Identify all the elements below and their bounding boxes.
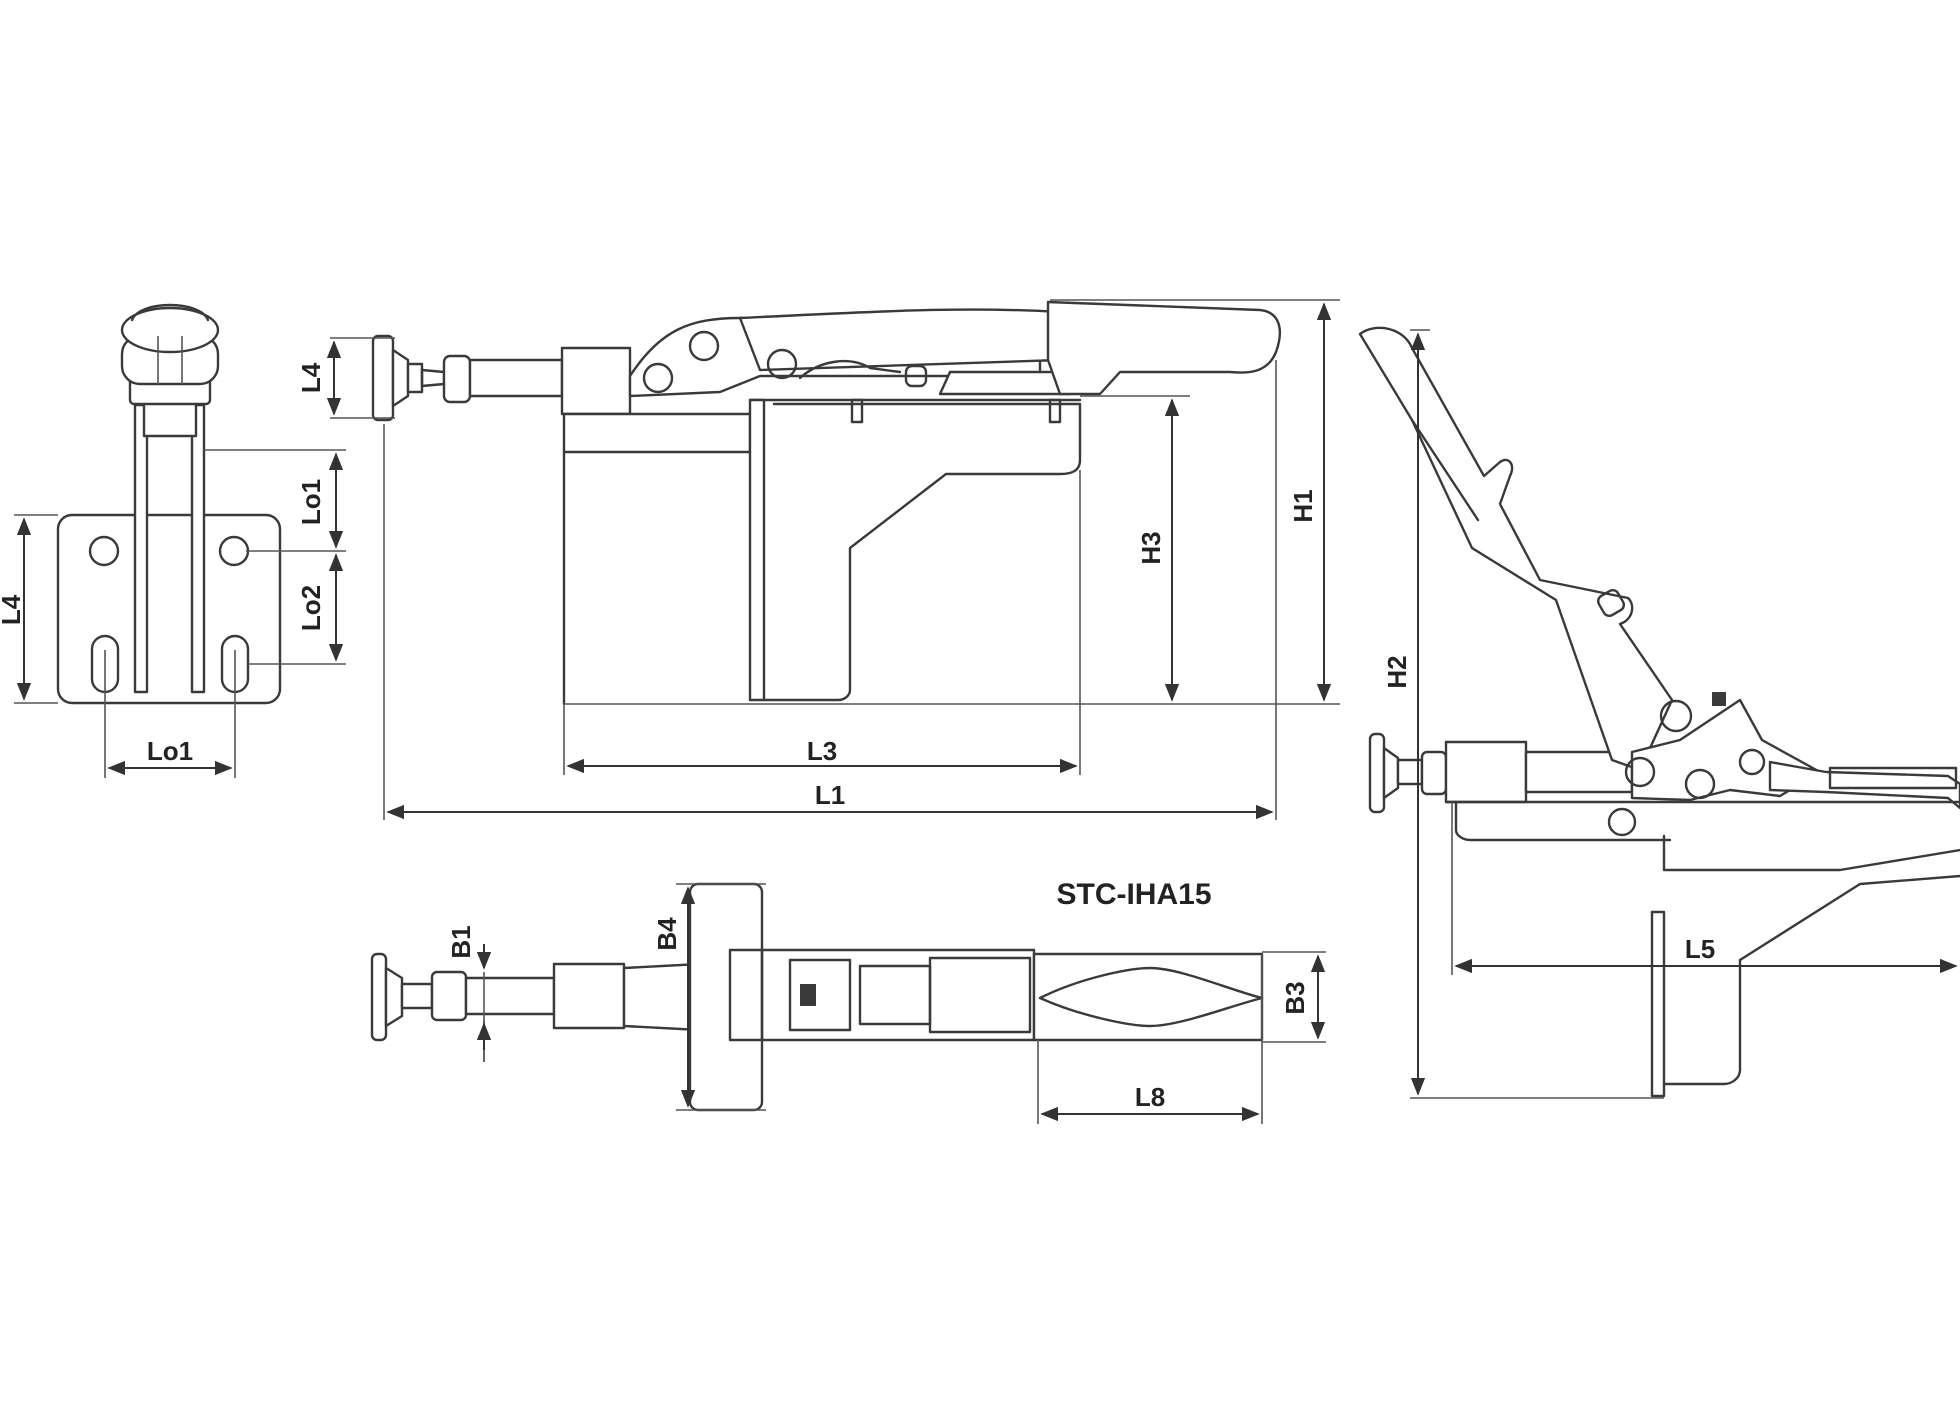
pivot-pin-icon <box>688 330 720 362</box>
spindle-pad <box>370 952 388 1042</box>
spindle-housing <box>1444 740 1528 804</box>
pivot-pin-icon <box>766 348 798 380</box>
hex-nut <box>430 970 468 1022</box>
side-view: L4 H1 H3 L3 L1 <box>296 299 1340 820</box>
label-h3: H3 <box>1136 531 1166 564</box>
clamp-arm <box>133 403 149 694</box>
label-l4: L4 <box>296 362 326 393</box>
label-h1: H1 <box>1288 489 1318 522</box>
base-body <box>762 402 1082 702</box>
spindle-pad <box>371 334 395 422</box>
body-upper-block <box>562 412 752 454</box>
hex-nut <box>1420 750 1448 796</box>
label-h2: H2 <box>1382 655 1412 688</box>
pivot-pin-icon <box>642 362 674 394</box>
handle-grip <box>1046 300 1281 396</box>
label-l5: L5 <box>1685 934 1715 964</box>
label-lo1-bottom: Lo1 <box>147 736 193 766</box>
open-handle <box>1358 326 1674 772</box>
spindle-shaft <box>468 358 564 398</box>
hex-nut <box>442 354 472 404</box>
label-l1: L1 <box>815 780 845 810</box>
spindle-housing <box>552 962 626 1030</box>
pivot-pin-icon <box>1684 768 1716 800</box>
spindle-head <box>120 306 220 354</box>
base-body <box>1662 874 1960 1086</box>
handle-link <box>938 370 1072 396</box>
mounting-hole-icon <box>88 535 120 567</box>
extended-arm <box>1768 760 1960 810</box>
clamp-body-top <box>622 948 1036 1042</box>
spindle-pad <box>1368 732 1386 814</box>
label-lo2: Lo2 <box>296 585 326 631</box>
model-label: STC-IHA15 <box>1056 878 1211 911</box>
label-l3: L3 <box>807 736 837 766</box>
pivot-pin-icon <box>1659 699 1693 733</box>
clamp-arm <box>190 403 206 694</box>
open-view: H2 L5 <box>1358 326 1960 1099</box>
spindle-housing <box>560 346 632 416</box>
pivot-pin-icon <box>1624 756 1656 788</box>
label-b4: B4 <box>652 917 682 951</box>
mounting-flange <box>688 882 764 1112</box>
base-plate-edge <box>1650 910 1666 1098</box>
base-plate-edge <box>748 398 766 702</box>
pivot-pin-icon <box>1738 748 1766 776</box>
top-view: STC-IHA15 B1 B4 B3 <box>370 878 1326 1124</box>
spindle-shaft <box>464 976 556 1016</box>
label-lo1-top: Lo1 <box>296 479 326 525</box>
pivot-pin-icon <box>1607 807 1637 837</box>
label-b3: B3 <box>1280 981 1310 1014</box>
end-view: Lo1 Lo2 L4 Lo1 <box>0 303 346 778</box>
label-l8: L8 <box>1135 1082 1165 1112</box>
label-b1: B1 <box>446 925 476 958</box>
arm-bracket <box>142 398 198 438</box>
label-l4-plate: L4 <box>0 594 26 625</box>
